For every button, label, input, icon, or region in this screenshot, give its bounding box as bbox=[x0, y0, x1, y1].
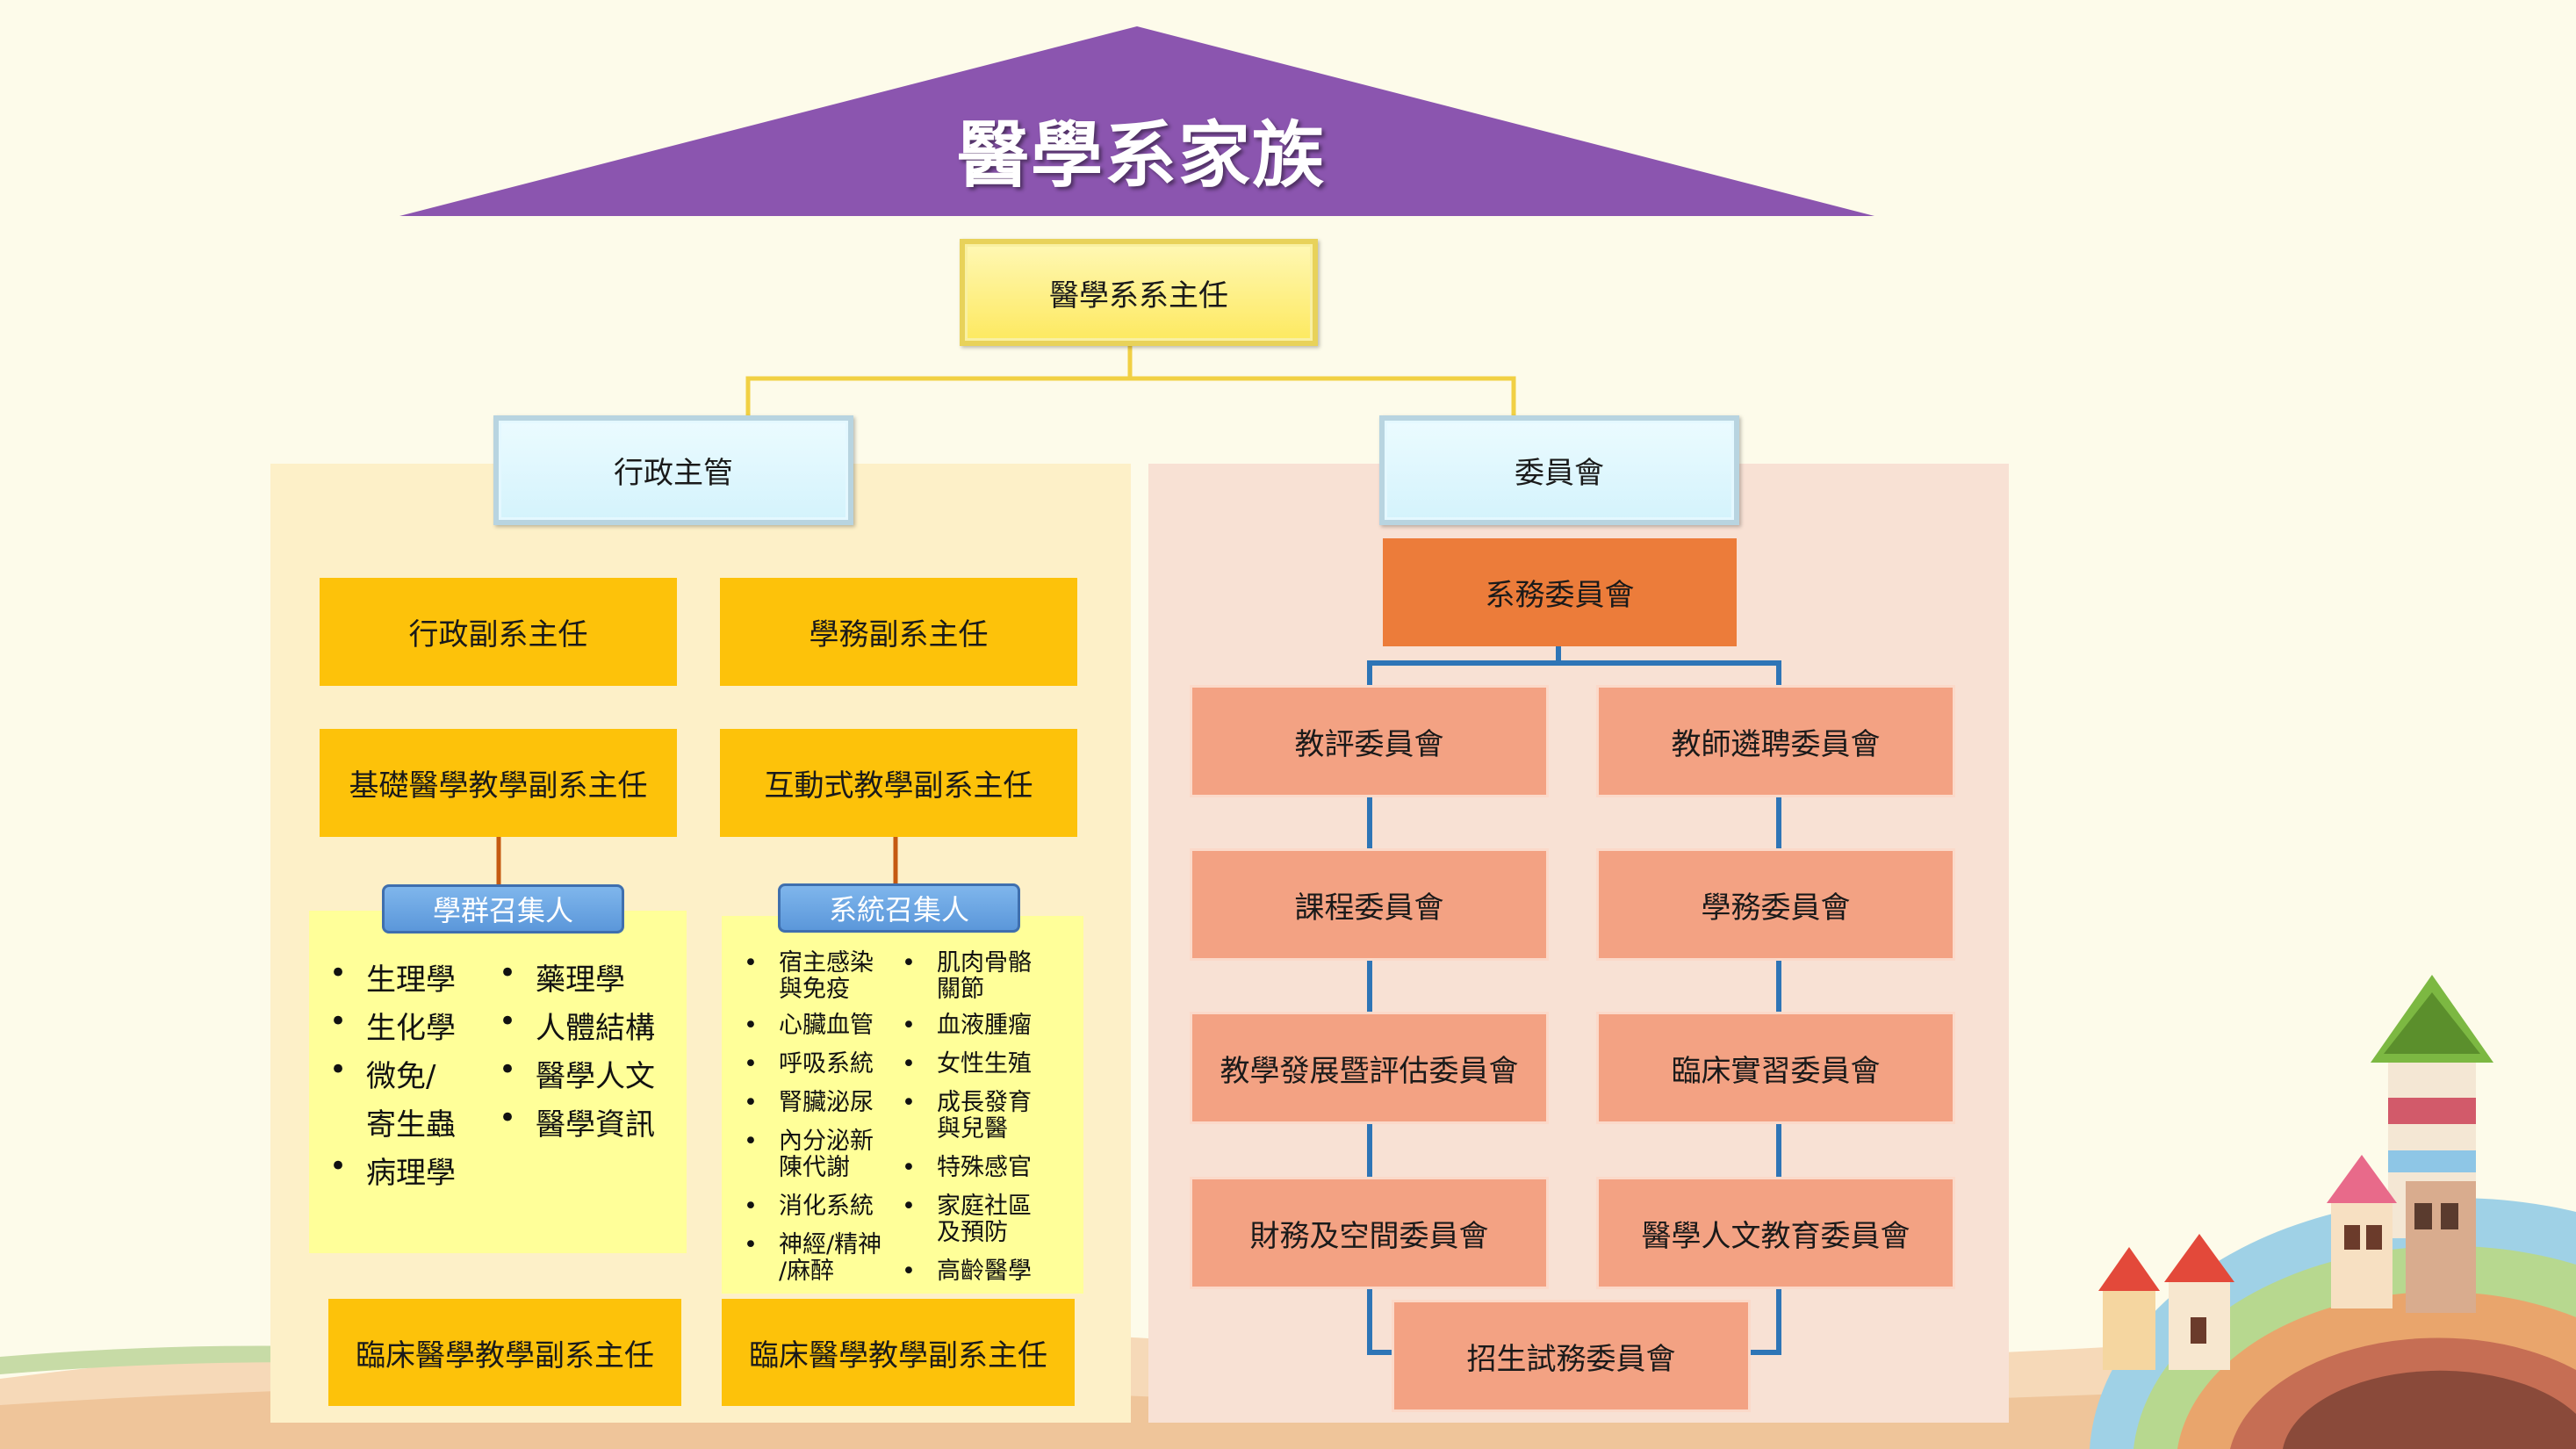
committee-right-3[interactable]: 臨床實習委員會 bbox=[1596, 1012, 1955, 1124]
list-item: 呼吸系統 bbox=[744, 1051, 874, 1078]
list-item: 醫學資訊 bbox=[499, 1100, 655, 1143]
list-item: 女性生殖 bbox=[902, 1051, 1032, 1078]
list-item: 生理學 bbox=[329, 955, 456, 998]
list-item: 病理學 bbox=[329, 1149, 456, 1192]
admin-vice-chair[interactable]: 行政副系主任 bbox=[320, 578, 677, 686]
list-item: 宿主感染 與免疫 bbox=[744, 950, 874, 1003]
basic-group-convener-label[interactable]: 學群召集人 bbox=[382, 884, 624, 934]
committee-left-1[interactable]: 教評委員會 bbox=[1190, 685, 1549, 797]
list-item-continued: 寄生蟲 bbox=[366, 1107, 456, 1143]
list-item: 肌肉骨骼 關節 bbox=[902, 950, 1032, 1003]
committee-header[interactable]: 委員會 bbox=[1379, 415, 1739, 525]
student-affairs-vice-chair[interactable]: 學務副系主任 bbox=[720, 578, 1077, 686]
committee-left-2[interactable]: 課程委員會 bbox=[1190, 848, 1549, 961]
committee-left-3[interactable]: 教學發展暨評估委員會 bbox=[1190, 1012, 1549, 1124]
list-item: 高齡醫學 bbox=[902, 1258, 1032, 1286]
committee-right-4[interactable]: 醫學人文教育委員會 bbox=[1596, 1177, 1955, 1289]
list-item: 醫學人文 bbox=[499, 1052, 655, 1095]
basic-medicine-vice-chair[interactable]: 基礎醫學教學副系主任 bbox=[320, 729, 677, 837]
roof-triangle bbox=[399, 26, 1874, 216]
list-item: 內分泌新 陳代謝 bbox=[744, 1128, 874, 1181]
list-item: 人體結構 bbox=[499, 1004, 655, 1047]
list-item: 消化系統 bbox=[744, 1193, 874, 1221]
system-group-convener-label[interactable]: 系統召集人 bbox=[778, 883, 1020, 933]
list-item: 家庭社區 及預防 bbox=[902, 1193, 1032, 1246]
clinical-vice-chair-left[interactable]: 臨床醫學教學副系主任 bbox=[328, 1299, 681, 1406]
clinical-vice-chair-right[interactable]: 臨床醫學教學副系主任 bbox=[722, 1299, 1075, 1406]
page-title: 醫學系家族 bbox=[956, 114, 1326, 198]
department-affairs-committee[interactable]: 系務委員會 bbox=[1383, 538, 1737, 646]
committee-right-2[interactable]: 學務委員會 bbox=[1596, 848, 1955, 961]
list-item: 心臟血管 bbox=[744, 1013, 874, 1040]
list-item: 神經/精神 /麻醉 bbox=[744, 1232, 881, 1285]
house-illustrations bbox=[2098, 975, 2493, 1370]
list-item: 微免/ bbox=[329, 1052, 436, 1095]
admin-header[interactable]: 行政主管 bbox=[493, 415, 853, 525]
interactive-teaching-vice-chair[interactable]: 互動式教學副系主任 bbox=[720, 729, 1077, 837]
list-item: 成長發育 與兒醫 bbox=[902, 1090, 1032, 1143]
list-item: 生化學 bbox=[329, 1004, 456, 1047]
admissions-committee[interactable]: 招生試務委員會 bbox=[1392, 1300, 1751, 1412]
list-item: 血液腫瘤 bbox=[902, 1013, 1032, 1040]
committee-right-1[interactable]: 教師遴聘委員會 bbox=[1596, 685, 1955, 797]
list-item: 腎臟泌尿 bbox=[744, 1090, 874, 1117]
list-item: 藥理學 bbox=[499, 955, 625, 998]
chair-box[interactable]: 醫學系系主任 bbox=[960, 239, 1318, 346]
list-item: 特殊感官 bbox=[902, 1155, 1032, 1182]
committee-left-4[interactable]: 財務及空間委員會 bbox=[1190, 1177, 1549, 1289]
